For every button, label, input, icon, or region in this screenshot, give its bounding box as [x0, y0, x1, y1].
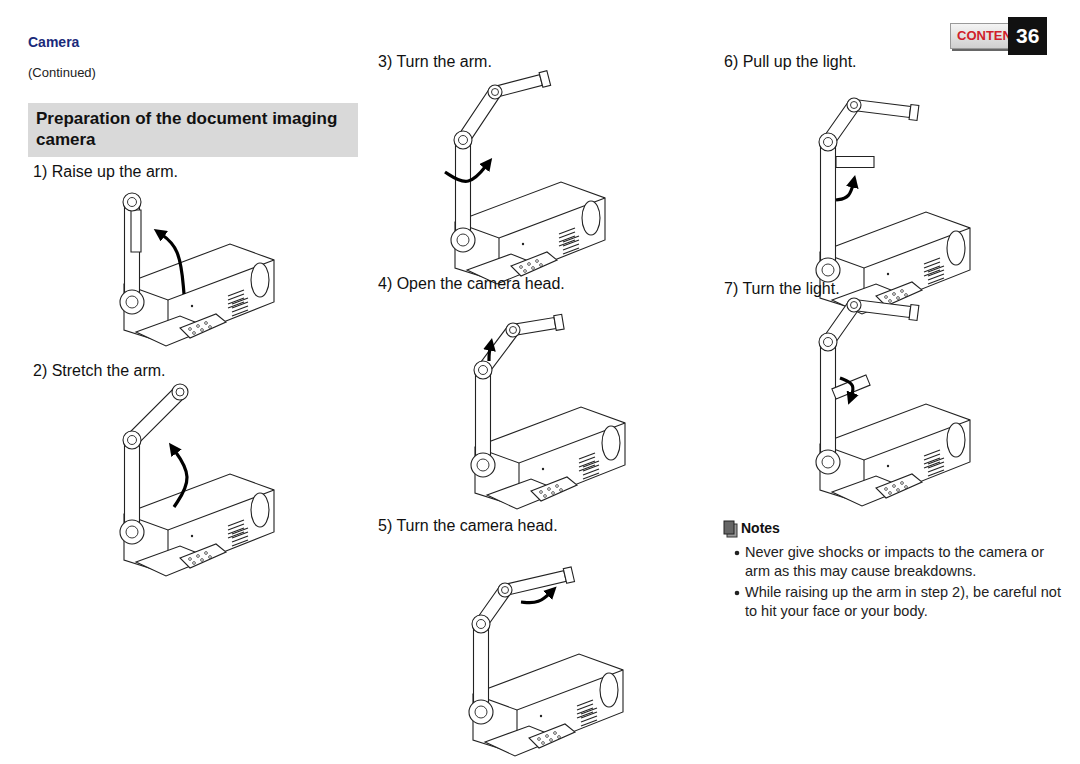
- arm: [125, 440, 140, 532]
- camera-base: [124, 474, 274, 576]
- joint: [851, 302, 858, 309]
- joint: [498, 583, 512, 597]
- arm: [821, 342, 836, 462]
- camera-illustration: [445, 71, 605, 284]
- joint: [819, 333, 837, 351]
- joint: [488, 85, 502, 99]
- motion-arrow: [840, 378, 853, 400]
- camera-head: [504, 571, 567, 596]
- joint: [475, 706, 487, 718]
- camera-head: [131, 210, 141, 252]
- joint: [457, 234, 469, 246]
- step-caption: 5) Turn the camera head.: [378, 516, 558, 535]
- light: [832, 375, 870, 399]
- joint: [824, 138, 833, 147]
- joint: [472, 615, 490, 633]
- joint: [851, 102, 858, 109]
- joint: [123, 431, 141, 449]
- joint: [172, 384, 188, 400]
- joint: [824, 338, 833, 347]
- camera-illustration: [816, 298, 970, 506]
- motion-arrow: [445, 162, 489, 181]
- camera-base: [820, 212, 970, 314]
- camera-base: [124, 244, 274, 346]
- joint: [123, 193, 141, 211]
- motion-arrow: [158, 232, 184, 294]
- joint: [506, 323, 520, 337]
- arm: [821, 142, 836, 270]
- camera-head: [909, 105, 919, 121]
- running-header: Camera: [28, 34, 79, 51]
- camera-illustration: [120, 193, 274, 346]
- step-caption: 6) Pull up the light.: [724, 52, 857, 71]
- joint: [510, 327, 517, 334]
- light: [836, 157, 874, 168]
- joint: [474, 361, 492, 379]
- camera-head: [563, 567, 574, 583]
- joint: [459, 136, 468, 145]
- motion-arrow: [521, 590, 553, 603]
- page-number: 36: [1008, 17, 1047, 55]
- step-caption: 2) Stretch the arm.: [33, 361, 166, 380]
- joint: [819, 133, 837, 151]
- joint: [816, 258, 840, 282]
- joint: [847, 98, 861, 112]
- joint: [128, 436, 137, 445]
- note-text: Never give shocks or impacts to the came…: [745, 543, 1065, 581]
- step-caption: 3) Turn the arm.: [378, 52, 492, 71]
- motion-arrow: [172, 447, 187, 507]
- joint: [479, 366, 488, 375]
- node-text: Preparation of the document imaging came…: [36, 108, 350, 151]
- arm: [476, 370, 491, 465]
- camera-head: [554, 314, 564, 330]
- joint: [477, 620, 486, 629]
- camera-head: [853, 300, 910, 318]
- joint: [477, 459, 489, 471]
- motion-arrow: [489, 343, 491, 361]
- joint: [492, 89, 499, 96]
- step-caption: 7) Turn the light.: [724, 279, 840, 298]
- notes-icon: [724, 521, 737, 537]
- camera-base: [473, 654, 623, 756]
- joint: [822, 264, 834, 276]
- bullet: [735, 551, 740, 556]
- continued-note: (Continued): [28, 65, 96, 81]
- joint: [126, 526, 138, 538]
- joint: [847, 298, 861, 312]
- note-text: While raising up the arm in step 2), be …: [745, 583, 1065, 621]
- joint: [176, 388, 184, 396]
- joint: [816, 450, 840, 474]
- arm: [474, 624, 489, 712]
- camera-base: [820, 404, 970, 506]
- motion-arrow: [836, 180, 854, 200]
- arm: [456, 140, 471, 240]
- joint: [471, 453, 495, 477]
- joint: [454, 131, 472, 149]
- notes-heading: Notes: [741, 520, 780, 537]
- node-text: 36: [1016, 23, 1039, 49]
- joint: [126, 296, 138, 308]
- joint: [451, 228, 475, 252]
- step-caption: 4) Open the camera head.: [378, 274, 565, 293]
- joint: [120, 290, 144, 314]
- camera-illustration: [471, 314, 625, 509]
- joint: [502, 587, 509, 594]
- joint: [822, 456, 834, 468]
- camera-illustration: [120, 384, 274, 576]
- section-heading: Preparation of the document imaging came…: [28, 103, 358, 157]
- camera-base: [475, 407, 625, 509]
- camera-head: [539, 71, 551, 88]
- step-caption: 1) Raise up the arm.: [33, 162, 178, 181]
- camera-base: [455, 182, 605, 284]
- camera-head: [909, 305, 919, 321]
- joint: [120, 520, 144, 544]
- camera-head: [853, 100, 910, 118]
- joint: [469, 700, 493, 724]
- camera-illustration: [469, 567, 623, 756]
- bullet: [735, 591, 740, 596]
- joint: [128, 198, 137, 207]
